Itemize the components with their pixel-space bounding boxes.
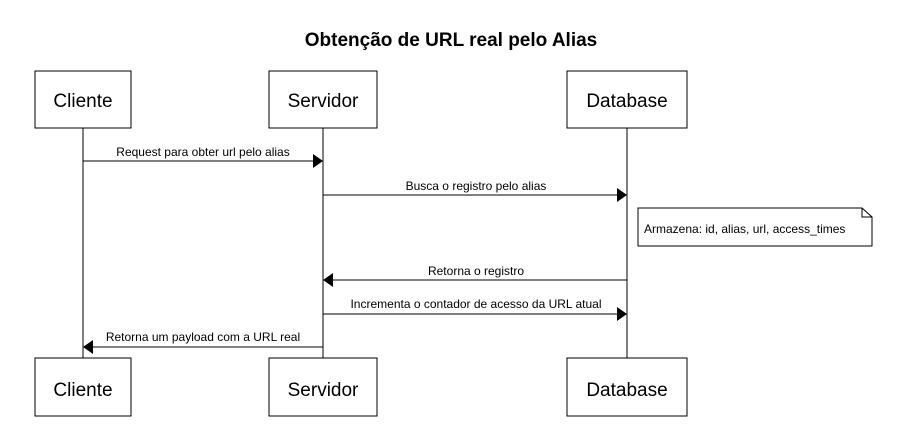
participant-label: Database	[586, 91, 667, 112]
participant-servidor-bottom: Servidor	[268, 357, 378, 417]
message-busca-registro: Busca o registro pelo alias	[323, 179, 627, 202]
message-request-alias: Request para obter url pelo alias	[83, 145, 323, 168]
participant-database-bottom: Database	[566, 357, 688, 417]
message-label: Incrementa o contador de acesso da URL a…	[350, 297, 601, 311]
participant-cliente-bottom: Cliente	[34, 357, 132, 417]
participant-cliente-top: Cliente	[34, 70, 132, 129]
message-label: Busca o registro pelo alias	[406, 179, 547, 193]
participant-servidor-top: Servidor	[268, 70, 378, 129]
message-label: Retorna um payload com a URL real	[106, 330, 300, 344]
message-retorna-registro: Retorna o registro	[323, 264, 627, 287]
participant-label: Cliente	[53, 91, 112, 112]
diagram-title: Obtenção de URL real pelo Alias	[305, 30, 597, 51]
participant-label: Database	[586, 380, 667, 401]
note-text: Armazena: id, alias, url, access_times	[644, 222, 845, 236]
message-incrementa-contador: Incrementa o contador de acesso da URL a…	[323, 297, 627, 321]
message-label: Retorna o registro	[428, 264, 524, 278]
participant-database-top: Database	[566, 70, 688, 129]
message-retorna-payload: Retorna um payload com a URL real	[83, 330, 323, 354]
participant-label: Servidor	[288, 91, 359, 112]
participant-label: Cliente	[53, 380, 112, 401]
message-label: Request para obter url pelo alias	[116, 145, 289, 159]
note-armazena: Armazena: id, alias, url, access_times	[637, 207, 873, 247]
participant-label: Servidor	[288, 380, 359, 401]
